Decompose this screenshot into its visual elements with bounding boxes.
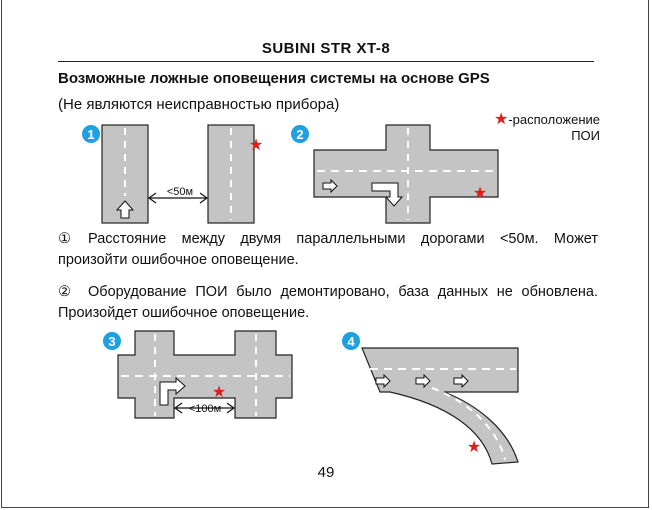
turn-arrow-icon: [371, 182, 404, 207]
figure-badge-4-label: 4: [347, 334, 355, 349]
page-number: 49: [317, 464, 335, 481]
distance-label-50m: <50м: [167, 186, 193, 198]
header-divider: [58, 61, 594, 62]
figure-3-two-crossroads: 3 ★ <100м: [103, 330, 293, 419]
poi-star-icon: ★: [249, 137, 263, 154]
legend-text-line2: ПОИ: [571, 128, 600, 143]
branching-road: [361, 347, 519, 465]
poi-star-icon: ★: [467, 439, 481, 456]
note-1-mark: ①: [58, 231, 71, 247]
figure-badge-1-label: 1: [87, 127, 94, 142]
header-title: SUBINI STR XT-8: [261, 40, 391, 57]
poi-star-icon: ★: [473, 185, 487, 202]
figure-1-parallel-roads: 1 ★ <50м: [82, 124, 263, 224]
figure-badge-2: [291, 125, 309, 143]
poi-legend: ★-расположение ПОИ: [470, 112, 600, 144]
figure-badge-3: [103, 332, 121, 350]
figure-4-road-fork: 4 ★: [342, 332, 519, 465]
note-1-text: Расстояние между двумя параллельными дор…: [58, 231, 598, 268]
legend-text-line1: -расположение: [508, 112, 600, 127]
distance-label-100m: <100м: [189, 403, 221, 415]
figure-2-crossroads: 2 ★: [291, 124, 499, 224]
lane-marking: [431, 387, 506, 461]
section-title: Возможные ложные оповещения системы на о…: [58, 70, 490, 87]
figure-badge-1: [82, 125, 100, 143]
car-arrow-up-icon: [115, 200, 135, 219]
figure-badge-2-label: 2: [296, 127, 303, 142]
note-2-text: Оборудование ПОИ было демонтировано, баз…: [58, 284, 598, 321]
star-icon: ★: [493, 111, 509, 128]
figure-badge-3-label: 3: [108, 334, 115, 349]
cross-road: [313, 124, 499, 224]
poi-star-icon: ★: [212, 384, 226, 401]
turn-arrow-icon: [159, 376, 186, 406]
section-subtitle: (Не являются неисправностью прибора): [58, 96, 340, 113]
figure-badge-4: [342, 332, 360, 350]
note-2-mark: ②: [58, 284, 71, 300]
